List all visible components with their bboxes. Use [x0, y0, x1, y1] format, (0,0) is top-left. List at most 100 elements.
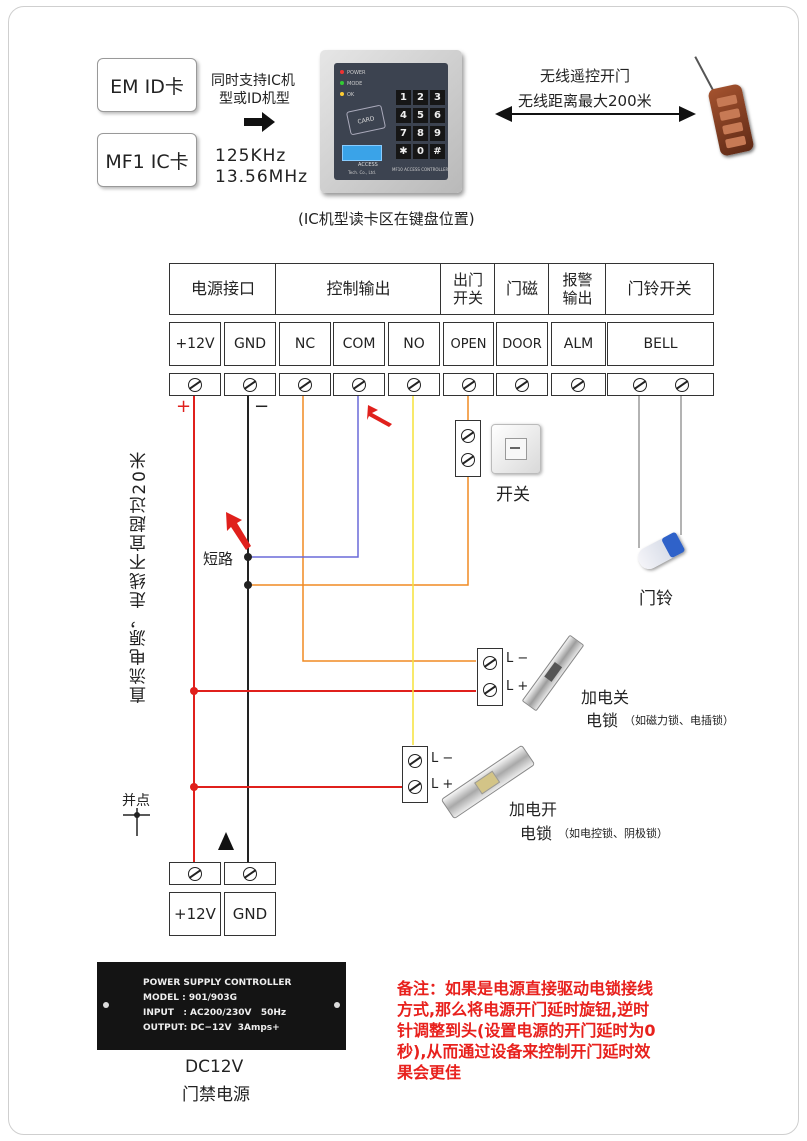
psu-caption-2: 门禁电源	[182, 1085, 250, 1105]
psu-plate-line-3: INPUT : AC200/230V 50Hz	[143, 1008, 287, 1018]
screw-box-12v	[169, 373, 221, 396]
screw-icon	[408, 754, 422, 768]
exit-switch-icon	[491, 424, 541, 474]
lock2-title: 加电开	[509, 800, 558, 819]
lock1-title: 加电关	[581, 688, 630, 707]
terminal-alm: ALM	[551, 322, 606, 366]
screw-icon	[571, 378, 585, 392]
screw-box-no	[388, 373, 440, 396]
lock1-note: （如磁力锁、电插锁）	[624, 714, 734, 727]
key-hash[interactable]: #	[430, 144, 445, 159]
blue-window	[342, 145, 382, 161]
screw-box-alm	[551, 373, 606, 396]
access-controller-device: POWER MODE OK CARD ACCESS Tech. Co., Ltd…	[320, 50, 462, 193]
screw-icon	[462, 378, 476, 392]
key-2[interactable]: 2	[413, 90, 428, 105]
mf1-ic-card: MF1 IC卡	[97, 133, 197, 187]
wire-com	[248, 395, 359, 558]
key-4[interactable]: 4	[396, 108, 411, 123]
terminal-open: OPEN	[443, 322, 494, 366]
terminal-gnd: GND	[224, 322, 276, 366]
psu-plate-line-1: POWER SUPPLY CONTROLLER	[143, 978, 292, 988]
em-id-card: EM ID卡	[97, 58, 197, 112]
key-3[interactable]: 3	[430, 90, 445, 105]
terminal-door: DOOR	[496, 322, 548, 366]
wire-open	[248, 475, 469, 586]
plus-sign: +	[176, 396, 192, 417]
lock2-sub: 电锁	[520, 824, 553, 843]
screw-icon	[298, 378, 312, 392]
short-label: 短路	[203, 550, 234, 568]
keypad-caption: (IC机型读卡区在键盘位置)	[298, 210, 475, 228]
key-1[interactable]: 1	[396, 90, 411, 105]
header-bell: 门铃开关	[605, 263, 714, 315]
screw-icon	[483, 656, 497, 670]
device-brand-sub: Tech. Co., Ltd.	[348, 170, 377, 175]
lock1-sub: 电锁	[586, 711, 619, 730]
header-door: 门磁	[494, 263, 550, 315]
frame	[8, 6, 799, 1135]
terminal-no: NO	[388, 322, 440, 366]
note-line-2: 方式,那么将电源开门延时旋钮,逆时	[397, 1000, 650, 1019]
terminal-bell: BELL	[607, 322, 714, 366]
led-power: POWER	[340, 70, 366, 76]
node-short-2	[244, 581, 252, 589]
key-6[interactable]: 6	[430, 108, 445, 123]
screw-icon	[515, 378, 529, 392]
led-ok: OK	[340, 92, 354, 98]
support-text-2: 型或ID机型	[219, 91, 290, 107]
screw-icon	[461, 453, 475, 467]
key-0[interactable]: 0	[413, 144, 428, 159]
psu-plate-line-2: MODEL : 901/903G	[143, 993, 238, 1003]
em-card-label: EM ID卡	[110, 75, 184, 98]
note-line-1: 备注：如果是电源直接驱动电锁接线	[397, 979, 654, 998]
red-arrow-short-icon	[226, 512, 251, 550]
key-star[interactable]: ✱	[396, 144, 411, 159]
vertical-note: 直流电源，走线不宜超过20米	[130, 450, 150, 704]
led-mode: MODE	[340, 81, 362, 87]
screw-box-bell	[607, 373, 714, 396]
key-7[interactable]: 7	[396, 126, 411, 141]
screw-box-nc	[279, 373, 331, 396]
freq-125: 125KHz	[215, 146, 287, 166]
psu-screw-box-gnd	[224, 862, 276, 885]
lock2-lminus: L −	[431, 751, 454, 766]
header-power: 电源接口	[169, 263, 277, 315]
double-arrow-left-icon	[495, 106, 512, 122]
psu-terminal-12v: +12V	[169, 892, 221, 936]
screw-icon	[188, 867, 202, 881]
lock2-lplus: L +	[431, 777, 454, 792]
key-9[interactable]: 9	[430, 126, 445, 141]
freq-1356: 13.56MHz	[215, 167, 309, 187]
keypad: 1 2 3 4 5 6 7 8 9 ✱ 0 #	[396, 90, 446, 162]
node-red-2	[190, 783, 198, 791]
psu-caption-1: DC12V	[185, 1057, 244, 1077]
switch-terminal	[455, 420, 481, 477]
lock1-terminal	[477, 648, 503, 706]
bell-label: 门铃	[639, 589, 673, 609]
screw-icon	[408, 780, 422, 794]
minus-sign: −	[254, 396, 270, 417]
node-red-1	[190, 687, 198, 695]
switch-label: 开关	[496, 485, 530, 505]
screw-icon	[461, 429, 475, 443]
screw-icon	[633, 378, 647, 392]
note-block: 备注：如果是电源直接驱动电锁接线 方式,那么将电源开门延时旋钮,逆时 针调整到头…	[397, 978, 655, 1083]
header-exit: 出门 开关	[440, 263, 496, 315]
lock2-note: （如电控锁、阴极锁）	[558, 827, 668, 840]
key-8[interactable]: 8	[413, 126, 428, 141]
note-line-5: 果会更佳	[397, 1063, 462, 1082]
arrow-right-icon	[244, 112, 275, 132]
psu-screw-box-12v	[169, 862, 221, 885]
double-arrow-right-icon	[679, 106, 696, 122]
screw-icon	[188, 378, 202, 392]
parallel-dot	[134, 812, 140, 818]
terminal-nc: NC	[279, 322, 331, 366]
key-5[interactable]: 5	[413, 108, 428, 123]
psu-plate-line-4: OUTPUT: DC−12V 3Amps+	[143, 1023, 280, 1033]
screw-box-door	[496, 373, 548, 396]
support-text-1: 同时支持IC机	[211, 73, 295, 89]
terminal-com: COM	[333, 322, 385, 366]
terminal-12v: +12V	[169, 322, 221, 366]
